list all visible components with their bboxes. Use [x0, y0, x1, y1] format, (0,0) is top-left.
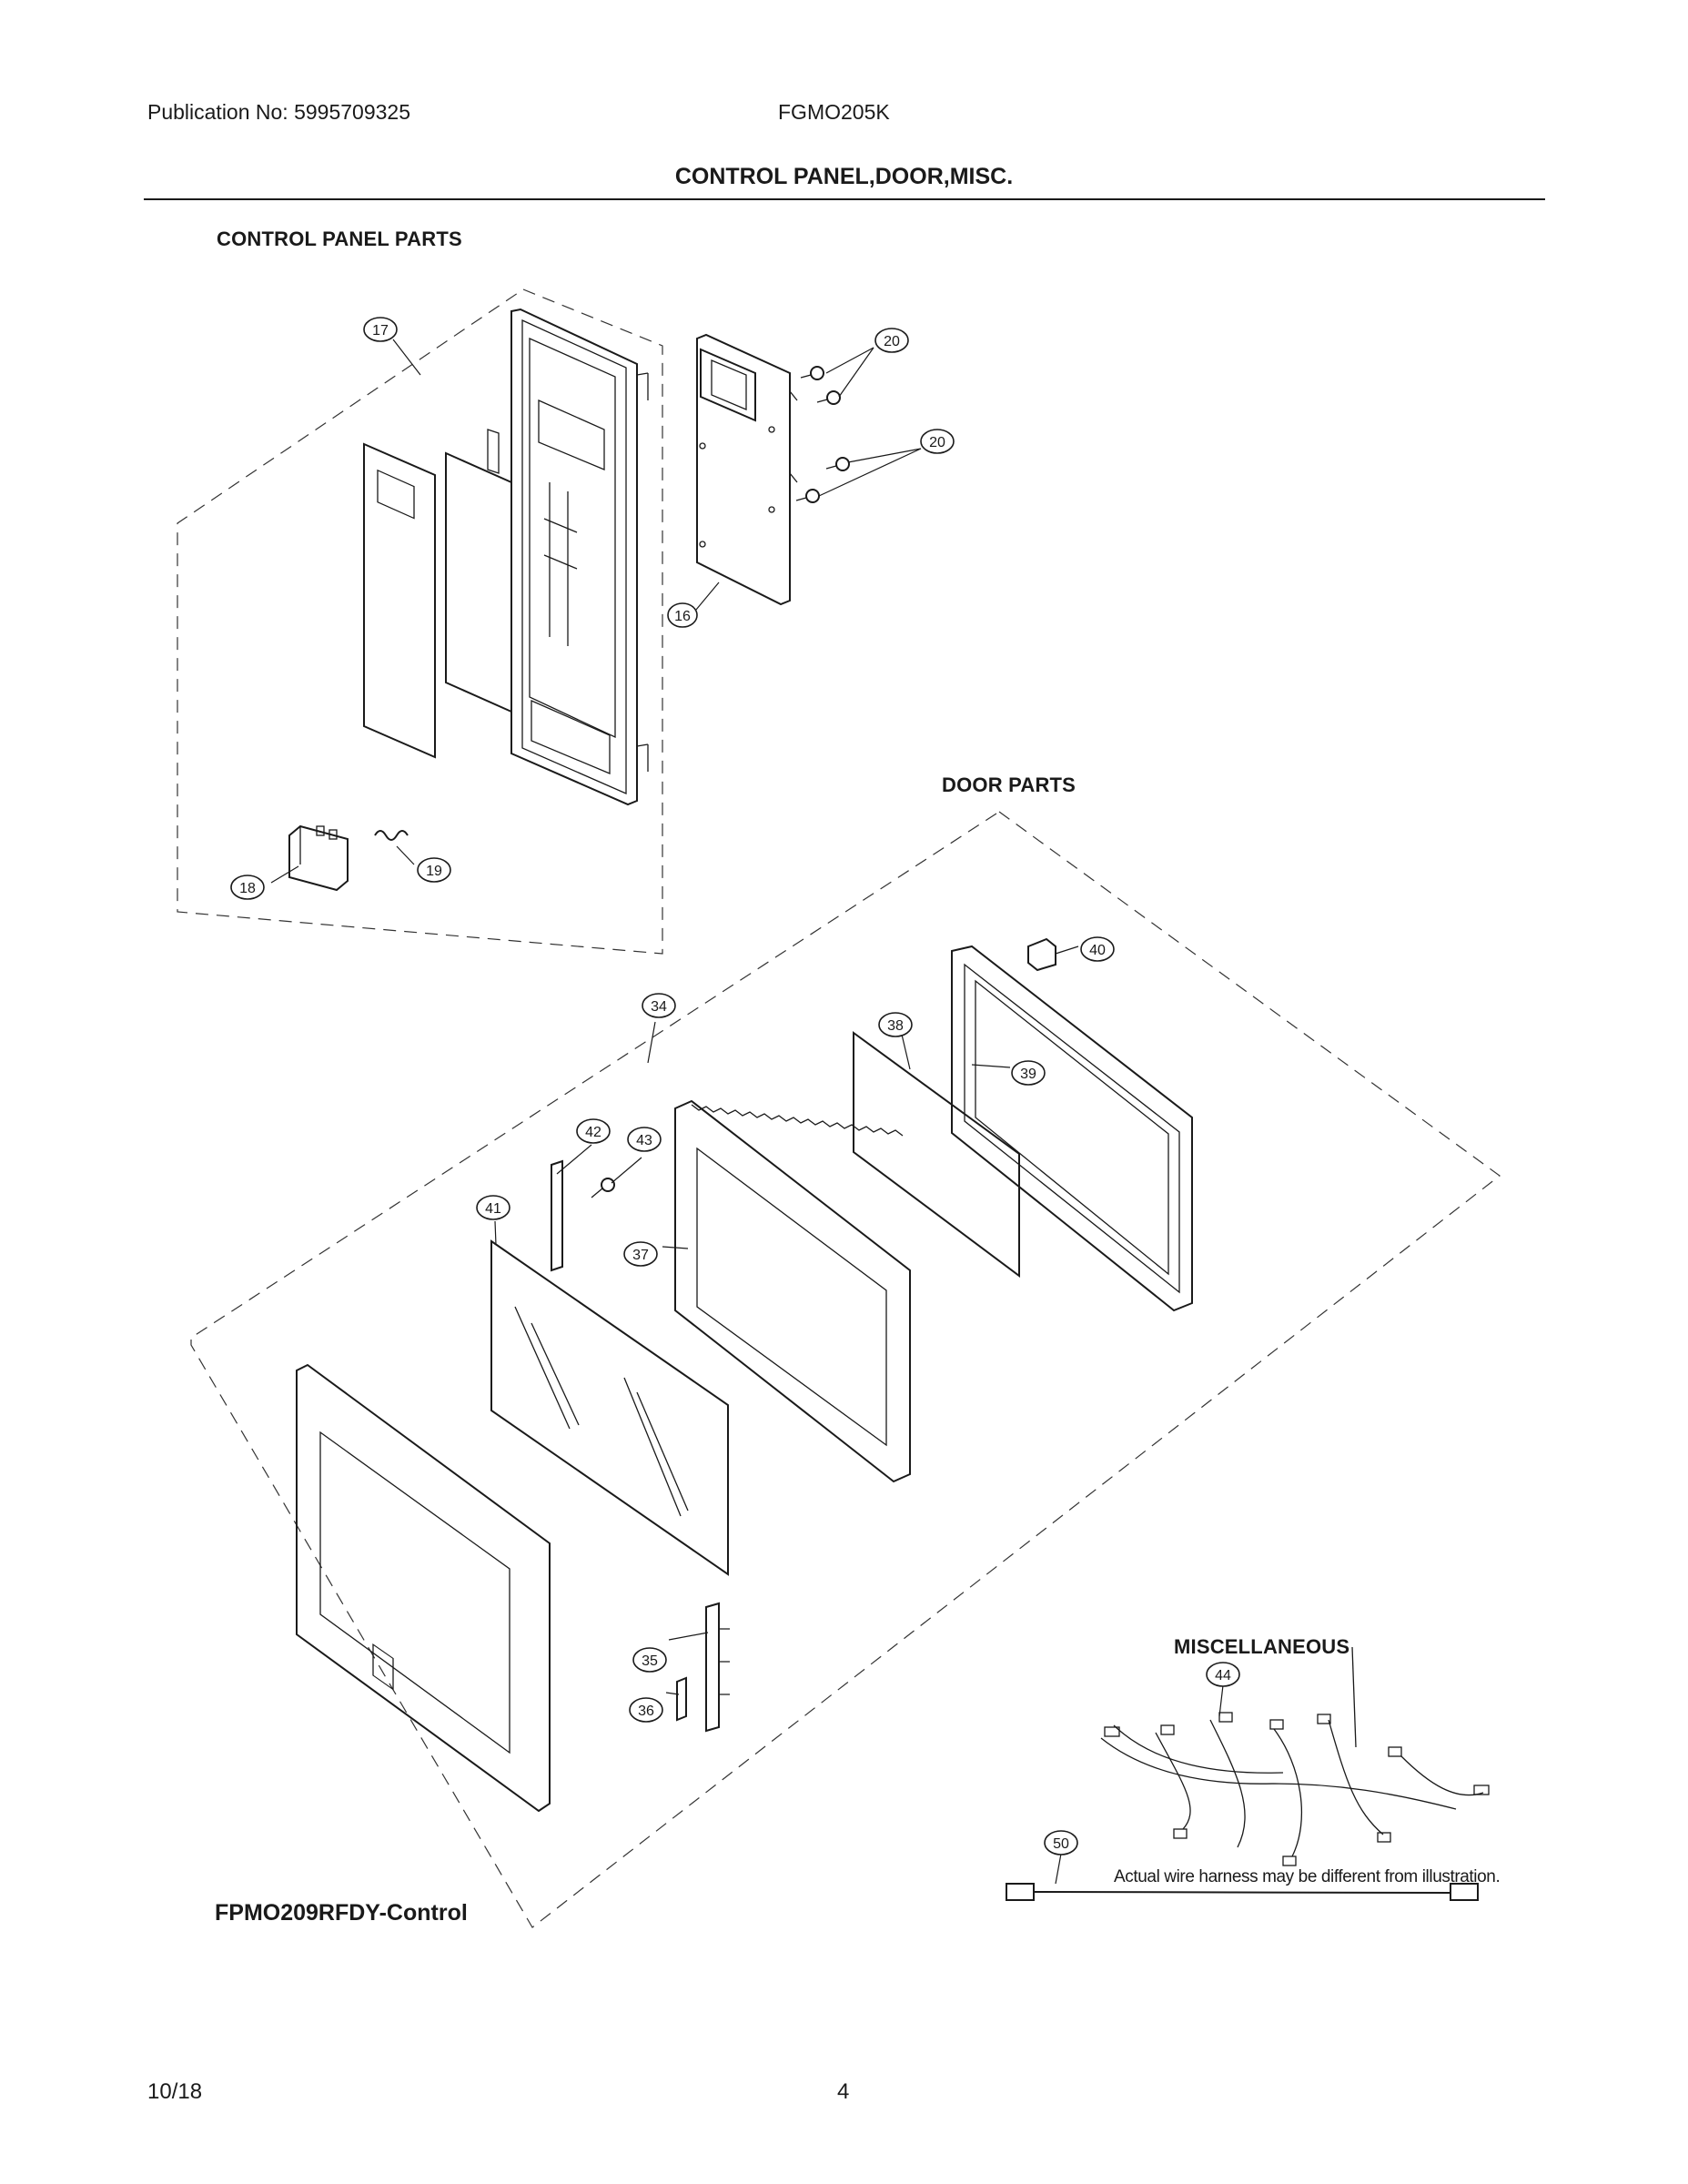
callout-19: 19 [417, 857, 451, 883]
callout-43: 43 [627, 1127, 662, 1152]
callout-44: 44 [1206, 1662, 1240, 1687]
svg-text:36: 36 [638, 1704, 654, 1719]
door-release-button [288, 824, 349, 892]
wire-harness [1100, 1646, 1490, 1866]
leader-lines [270, 339, 1224, 1885]
door-group-outline [190, 811, 1501, 1928]
svg-text:39: 39 [1020, 1067, 1036, 1082]
outer-door-frame [296, 1363, 551, 1813]
svg-text:40: 40 [1089, 943, 1106, 958]
callout-17: 17 [363, 317, 398, 342]
svg-text:18: 18 [239, 881, 256, 896]
control-panel-frame [510, 308, 649, 806]
callout-38: 38 [878, 1012, 913, 1037]
callout-20-lower: 20 [920, 429, 955, 454]
model-number: FGMO205K [778, 100, 890, 124]
publication-number: Publication No: 5995709325 [147, 100, 411, 124]
harness-note: Actual wire harness may be different fro… [1114, 1867, 1501, 1886]
svg-text:20: 20 [929, 435, 945, 450]
inner-door-panel [674, 1099, 911, 1483]
svg-text:41: 41 [485, 1201, 501, 1217]
latch-clip [1027, 937, 1056, 972]
svg-text:38: 38 [887, 1018, 904, 1034]
callout-50: 50 [1044, 1830, 1078, 1855]
svg-text:42: 42 [585, 1125, 601, 1140]
latch-hooks [676, 1602, 730, 1733]
footer-date: 10/18 [147, 2079, 203, 2104]
hinge-screw [591, 1178, 615, 1198]
membrane-overlay [363, 429, 512, 759]
window-mesh [853, 1031, 1020, 1278]
section-control-panel-heading: CONTROL PANEL PARTS [217, 228, 462, 250]
spring [374, 830, 409, 841]
callout-20-upper: 20 [874, 328, 909, 353]
title-rule [144, 198, 1545, 200]
svg-text:44: 44 [1215, 1668, 1231, 1684]
page-title: CONTROL PANEL,DOOR,MISC. [674, 164, 1014, 189]
svg-text:20: 20 [884, 334, 900, 349]
control-board [696, 333, 798, 606]
callout-42: 42 [576, 1118, 611, 1144]
callout-40: 40 [1080, 936, 1115, 962]
callout-37: 37 [623, 1241, 658, 1267]
section-misc-heading: MISCELLANEOUS [1174, 1635, 1350, 1658]
screws [795, 366, 850, 503]
door-choke-frame [951, 945, 1193, 1312]
svg-text:34: 34 [651, 999, 667, 1015]
svg-text:35: 35 [642, 1653, 658, 1669]
page-number: 4 [837, 2079, 850, 2104]
svg-text:50: 50 [1053, 1836, 1069, 1852]
callout-34: 34 [642, 993, 676, 1018]
control-label: FPMO209RFDY-Control [215, 1900, 468, 1926]
section-door-heading: DOOR PARTS [942, 774, 1076, 796]
hinge-bracket [551, 1159, 563, 1272]
callout-35: 35 [632, 1647, 667, 1673]
svg-text:43: 43 [636, 1133, 652, 1148]
svg-text:17: 17 [372, 323, 389, 339]
callout-18: 18 [230, 875, 265, 900]
svg-text:19: 19 [426, 864, 442, 879]
door-glass [490, 1239, 729, 1576]
callout-41: 41 [476, 1195, 510, 1220]
callout-16: 16 [667, 602, 698, 628]
svg-text:37: 37 [632, 1248, 649, 1263]
callout-39: 39 [1011, 1060, 1046, 1086]
svg-text:16: 16 [674, 609, 691, 624]
single-wire [1006, 1883, 1479, 1901]
callout-36: 36 [629, 1697, 663, 1723]
control-panel-group-outline [177, 288, 663, 955]
